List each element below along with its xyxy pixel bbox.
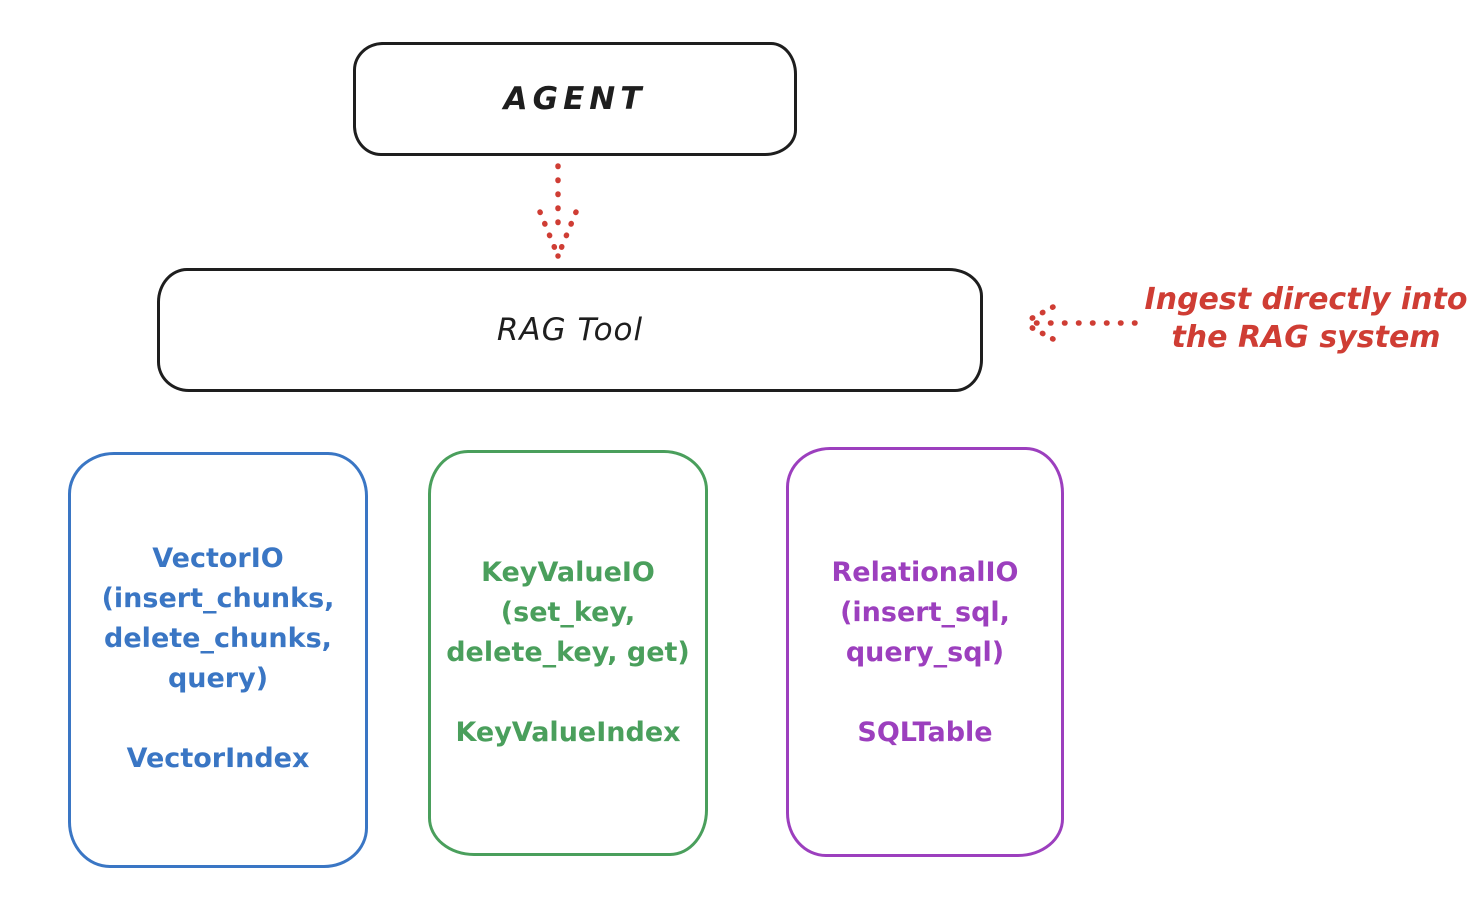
provider-relationalio-node: RelationalIO (insert_sql, query_sql) SQL… [786, 447, 1064, 857]
rag-tool-node: RAG Tool [157, 268, 983, 392]
provider-vectorio-line: query) [167, 663, 269, 694]
provider-relationalio-line: (insert_sql, [840, 597, 1010, 628]
provider-vectorio-line: delete_chunks, [104, 623, 332, 654]
agent-to-ragtool-arrow [537, 163, 579, 259]
ingest-into-ragtool-arrow [1020, 304, 1138, 342]
agent-node: AGENT [353, 42, 797, 156]
provider-vectorio-node: VectorIO (insert_chunks, delete_chunks, … [68, 452, 368, 868]
rag-tool-label: RAG Tool [496, 312, 644, 348]
provider-vectorio-line: VectorIO [152, 543, 284, 574]
provider-relationalio-line: RelationalIO [831, 557, 1019, 588]
provider-relationalio-line: query_sql) [845, 637, 1005, 668]
provider-keyvalueio-line: delete_key, get) [446, 637, 690, 668]
provider-keyvalueio-line: KeyValueIO [481, 557, 655, 588]
provider-vectorio-line: (insert_chunks, [101, 583, 335, 614]
provider-keyvalueio-index-label: KeyValueIndex [455, 717, 681, 748]
ingest-annotation-line1: Ingest directly into [1144, 282, 1468, 317]
ingest-annotation-line2: the RAG system [1171, 320, 1441, 355]
agent-label: AGENT [503, 81, 647, 117]
provider-keyvalueio-node: KeyValueIO (set_key, delete_key, get) Ke… [428, 450, 708, 856]
provider-relationalio-index-label: SQLTable [857, 717, 993, 748]
provider-keyvalueio-line: (set_key, [500, 597, 636, 628]
provider-vectorio-index-label: VectorIndex [126, 743, 310, 774]
ingest-annotation: Ingest directly into the RAG system [1138, 281, 1474, 357]
